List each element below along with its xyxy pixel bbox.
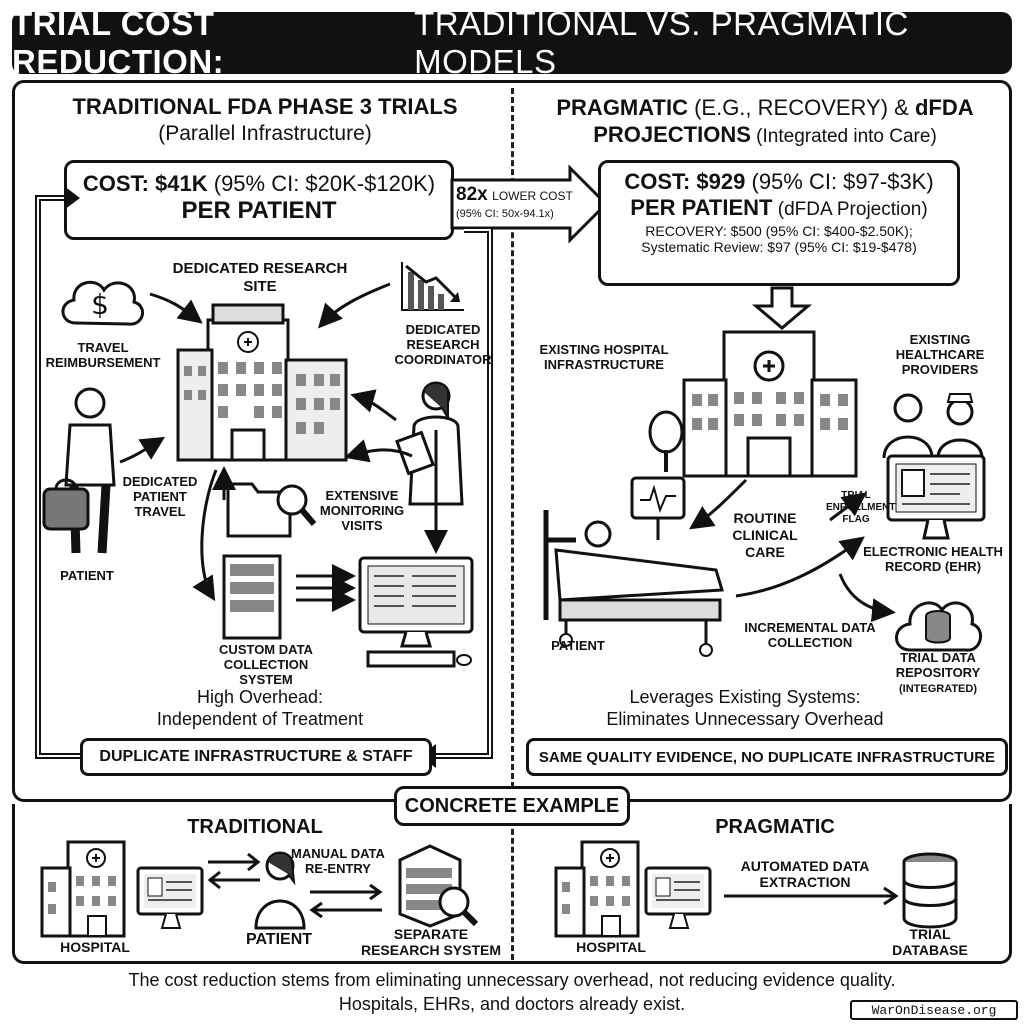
pragmatic-title: PRAGMATIC <box>715 816 835 838</box>
example-frame <box>12 804 1012 964</box>
providers-icon <box>882 393 984 459</box>
svg-text:$: $ <box>91 288 109 321</box>
monitoring-visits-label: EXTENSIVE MONITORING VISITS <box>319 488 405 533</box>
down-arrow <box>751 286 813 330</box>
left-summary-line2: Independent of Treatment <box>156 709 364 729</box>
patient-travel-label: DEDICATED PATIENT TRAVEL <box>122 474 198 519</box>
custom-data-system-label: CUSTOM DATA COLLECTION SYSTEM <box>219 642 313 687</box>
repository-label: TRIAL DATA REPOSITORY <box>895 650 981 680</box>
coordinator-icon <box>395 381 464 506</box>
right-heading-rest: (E.G., RECOVERY) & <box>687 95 915 120</box>
folder-search-icon <box>226 482 317 538</box>
declining-chart-icon <box>401 262 464 311</box>
recovery-cost: RECOVERY: $500 (95% CI: $400-$2.50K); <box>645 223 913 239</box>
patient-right-label: PATIENT <box>551 638 605 653</box>
left-flow-arrows <box>119 282 448 612</box>
dedicated-site-label: DEDICATED RESEARCH SITE <box>172 260 348 295</box>
footer-line1: The cost reduction stems from eliminatin… <box>128 970 896 990</box>
right-heading-projections: PROJECTIONS <box>593 122 751 147</box>
patient-left-icon <box>42 387 116 554</box>
lower-cost-label: 82x LOWER COST (95% CI: 50x-94.1x) <box>456 184 596 223</box>
right-flow-arrows <box>689 478 896 623</box>
right-heading-bold: PRAGMATIC <box>556 95 688 120</box>
research-building-icon <box>176 303 348 462</box>
right-summary-line2: Eliminates Unnecessary Overhead <box>606 709 884 729</box>
left-summary-line1: High Overhead: <box>196 687 324 707</box>
trial-database-icon <box>902 852 958 929</box>
example-divider <box>511 820 514 960</box>
incremental-collection-label: INCREMENTAL DATA COLLECTION <box>744 620 876 650</box>
right-heading-dfda: dFDA <box>914 95 974 120</box>
server-icon <box>222 554 282 640</box>
lower-cost-text: LOWER COST <box>492 189 573 203</box>
tree-icon <box>648 410 684 472</box>
dedicated-coordinator-label: DEDICATED RESEARCH COORDINATOR <box>394 322 492 367</box>
example-patient-label: PATIENT <box>245 931 313 948</box>
right-summary-line1: Leverages Existing Systems: <box>629 687 861 707</box>
computer-monitor-icon <box>358 556 474 668</box>
right-cost-per-patient: PER PATIENT <box>630 195 773 220</box>
traditional-title: TRADITIONAL <box>187 816 323 838</box>
right-heading: PRAGMATIC (E.G., RECOVERY) & dFDA PROJEC… <box>530 94 1000 150</box>
right-cost-box: COST: $929 (95% CI: $97-$3K) PER PATIENT… <box>598 160 960 286</box>
concrete-example-title: CONCRETE EXAMPLE <box>394 786 630 826</box>
footer-note: The cost reduction stems from eliminatin… <box>20 968 1004 1016</box>
repository-cloud-icon <box>895 601 982 652</box>
lower-cost-ci: (95% CI: 50x-94.1x) <box>456 208 554 220</box>
center-divider <box>511 88 514 788</box>
repository-integrated-label: (INTEGRATED) <box>898 683 977 695</box>
review-cost: Systematic Review: $97 (95% CI: $19-$478… <box>641 239 917 255</box>
money-cloud-icon: $ <box>61 280 144 326</box>
title-rest: TRADITIONAL VS. PRAGMATIC MODELS <box>414 5 909 80</box>
automated-arrow <box>724 886 899 906</box>
automated-extraction-label: AUTOMATED DATA EXTRACTION <box>740 858 870 890</box>
separate-system-label: SEPARATE RESEARCH SYSTEM <box>360 926 502 958</box>
hospital-right-icon <box>682 330 858 478</box>
example-hospital-icon <box>40 840 204 938</box>
title-bold: TRIAL COST REDUCTION: <box>12 5 225 80</box>
right-cost-projection: (dFDA Projection) <box>772 199 928 220</box>
example-patient-icon <box>254 851 306 930</box>
hospital-infrastructure-label: EXISTING HOSPITAL INFRASTRUCTURE <box>539 342 669 372</box>
ehr-label: ELECTRONIC HEALTH RECORD (EHR) <box>863 544 1003 574</box>
patient-bed-icon <box>543 476 724 657</box>
right-bottom-pill: SAME QUALITY EVIDENCE, NO DUPLICATE INFR… <box>526 738 1008 776</box>
footer-line2: Hospitals, EHRs, and doctors already exi… <box>338 994 686 1014</box>
right-heading-integrated: (Integrated into Care) <box>750 126 937 147</box>
example-hospital2-icon <box>554 840 712 938</box>
left-summary: High Overhead: Independent of Treatment <box>110 686 410 730</box>
hospital-patient-arrows <box>207 852 261 890</box>
left-cost-per-patient: PER PATIENT <box>181 197 337 224</box>
travel-reimbursement-label: TRAVEL REIMBURSEMENT <box>45 340 161 370</box>
patient-left-label: PATIENT <box>60 568 114 583</box>
example-hospital2-label: HOSPITAL <box>576 939 646 955</box>
patient-system-arrows <box>309 883 383 919</box>
page-title: TRIAL COST REDUCTION: TRADITIONAL VS. PR… <box>12 5 1012 80</box>
left-cost-ci: (95% CI: $20K-$120K) <box>207 171 436 196</box>
left-cost-box: COST: $41K (95% CI: $20K-$120K) PER PATI… <box>64 160 454 240</box>
left-cost-bold: COST: $41K <box>82 171 208 196</box>
right-summary: Leverages Existing Systems: Eliminates U… <box>580 686 910 730</box>
watermark-badge[interactable]: WarOnDisease.org <box>850 1000 1018 1020</box>
ehr-monitor-icon <box>886 454 986 540</box>
left-subheading: (Parallel Infrastructure) <box>158 122 372 145</box>
lower-cost-multiplier: 82x <box>456 184 488 205</box>
left-heading: TRADITIONAL FDA PHASE 3 TRIALS <box>72 94 458 119</box>
routine-care-label: ROUTINE CLINICAL CARE <box>732 510 798 560</box>
left-bottom-pill: DUPLICATE INFRASTRUCTURE & STAFF <box>80 738 432 776</box>
manual-entry-label: MANUAL DATA RE-ENTRY <box>291 846 385 876</box>
separate-system-icon <box>398 844 479 928</box>
right-cost-ci: (95% CI: $97-$3K) <box>745 169 934 194</box>
trial-database-label: TRIAL DATABASE <box>892 926 968 958</box>
healthcare-providers-label: EXISTING HEALTHCARE PROVIDERS <box>895 332 985 377</box>
example-hospital-label: HOSPITAL <box>60 939 130 955</box>
right-cost-bold: COST: $929 <box>624 169 746 194</box>
